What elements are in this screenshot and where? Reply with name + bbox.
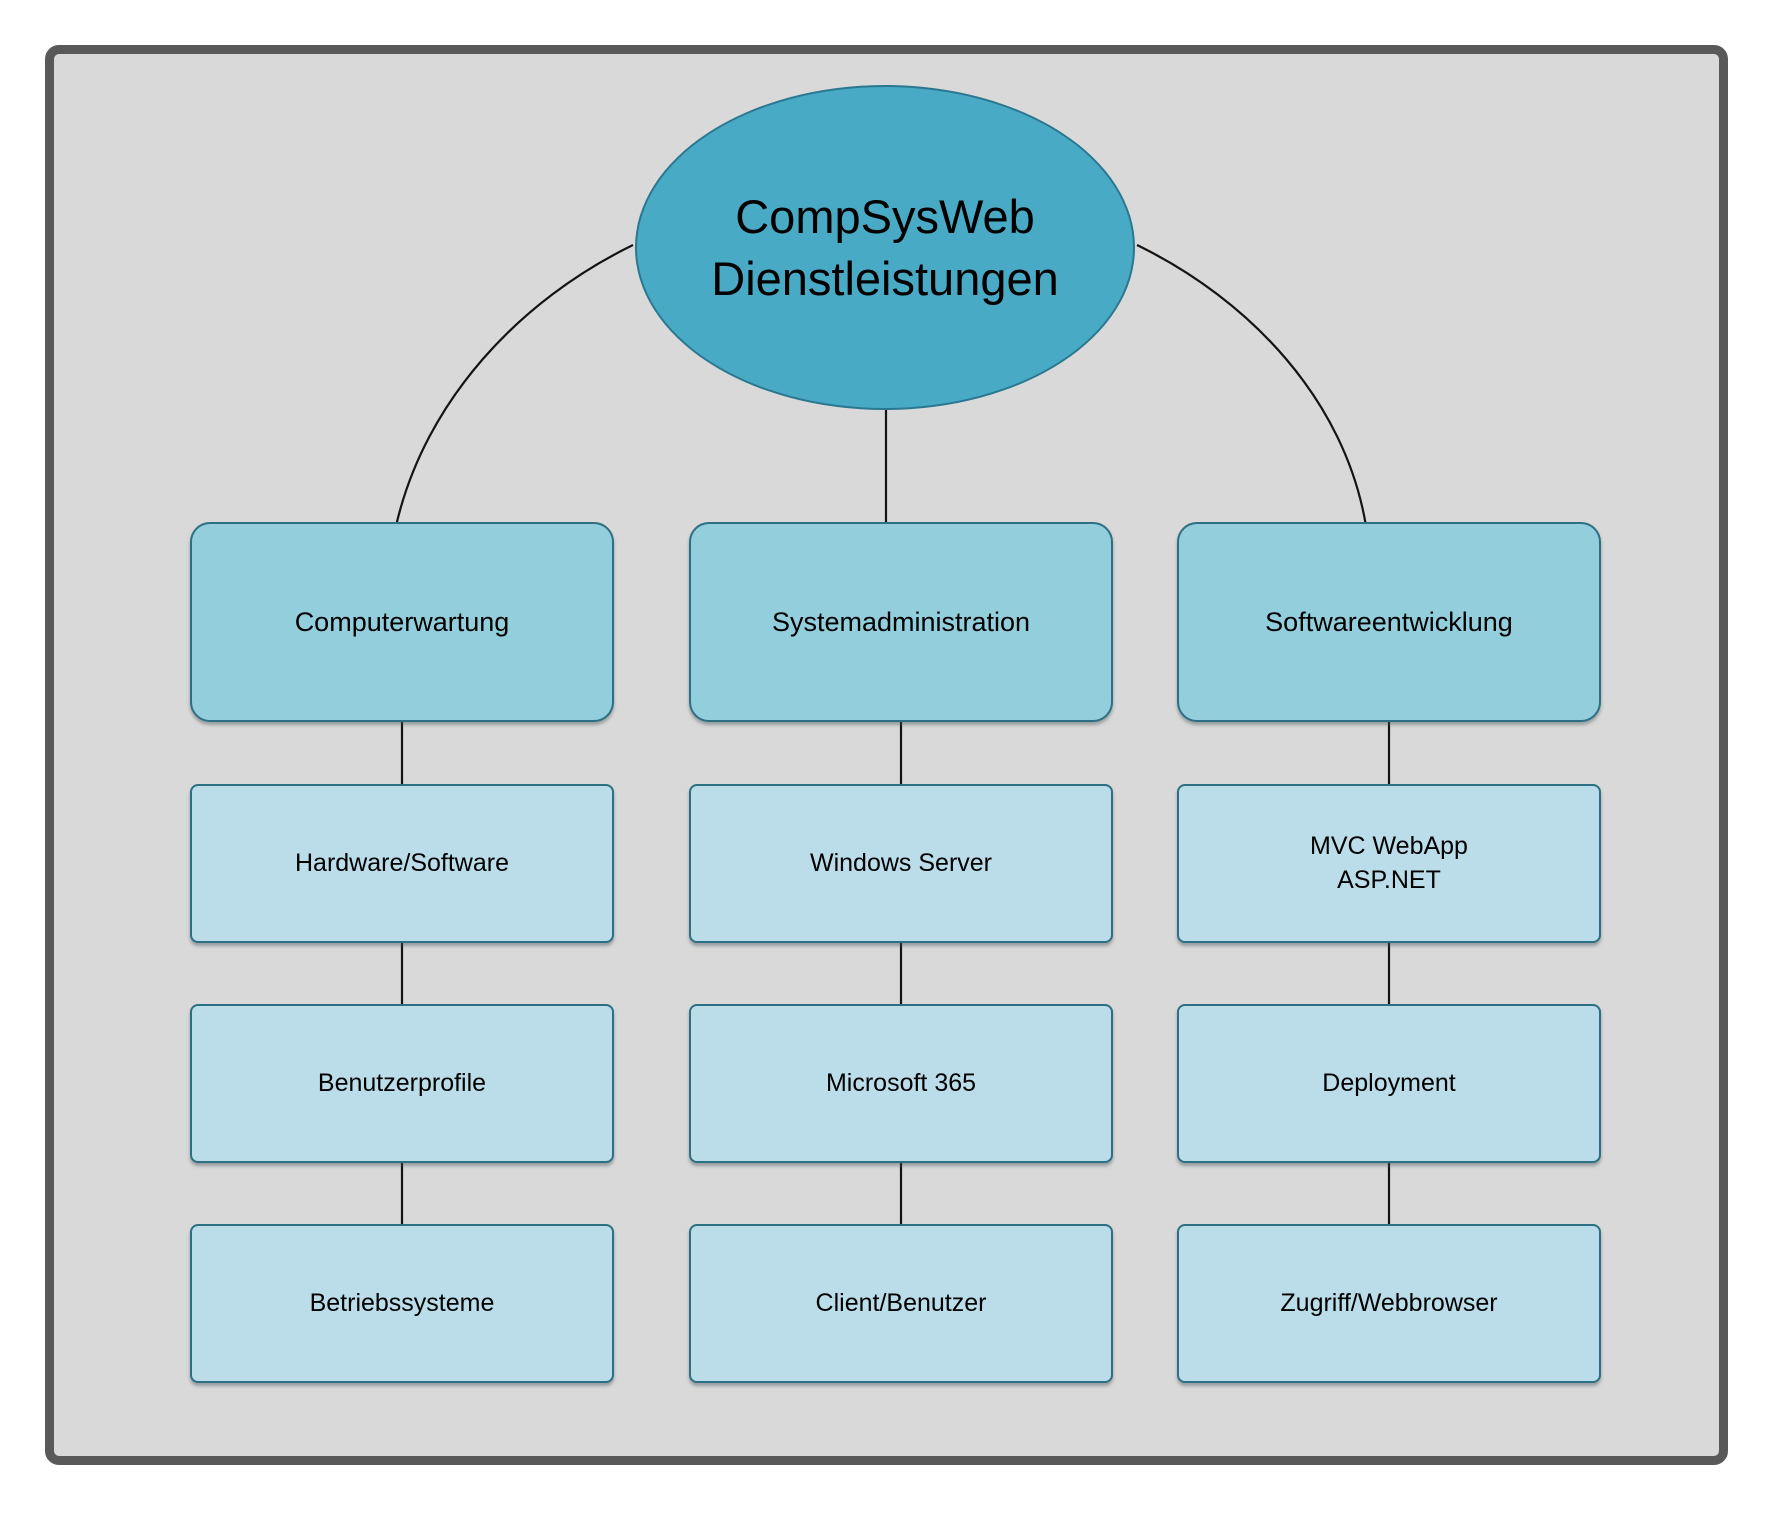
leaf-node-2-3: Client/Benutzer: [689, 1224, 1113, 1383]
branch-node-1: Computerwartung: [190, 522, 614, 722]
branch-node-3: Softwareentwicklung: [1177, 522, 1601, 722]
leaf-node-1-1: Hardware/Software: [190, 784, 614, 943]
root-node: CompSysWeb Dienstleistungen: [635, 85, 1135, 410]
leaf-node-1-3: Betriebssysteme: [190, 1224, 614, 1383]
leaf-node-3-2: Deployment: [1177, 1004, 1601, 1163]
leaf-node-2-1: Windows Server: [689, 784, 1113, 943]
leaf-node-2-2: Microsoft 365: [689, 1004, 1113, 1163]
leaf-node-3-1: MVC WebApp ASP.NET: [1177, 784, 1601, 943]
connector-root-branch3: [1136, 244, 1368, 527]
leaf-node-3-3: Zugriff/Webbrowser: [1177, 1224, 1601, 1383]
leaf-node-1-2: Benutzerprofile: [190, 1004, 614, 1163]
branch-node-2: Systemadministration: [689, 522, 1113, 722]
connector-root-branch1: [394, 244, 634, 527]
